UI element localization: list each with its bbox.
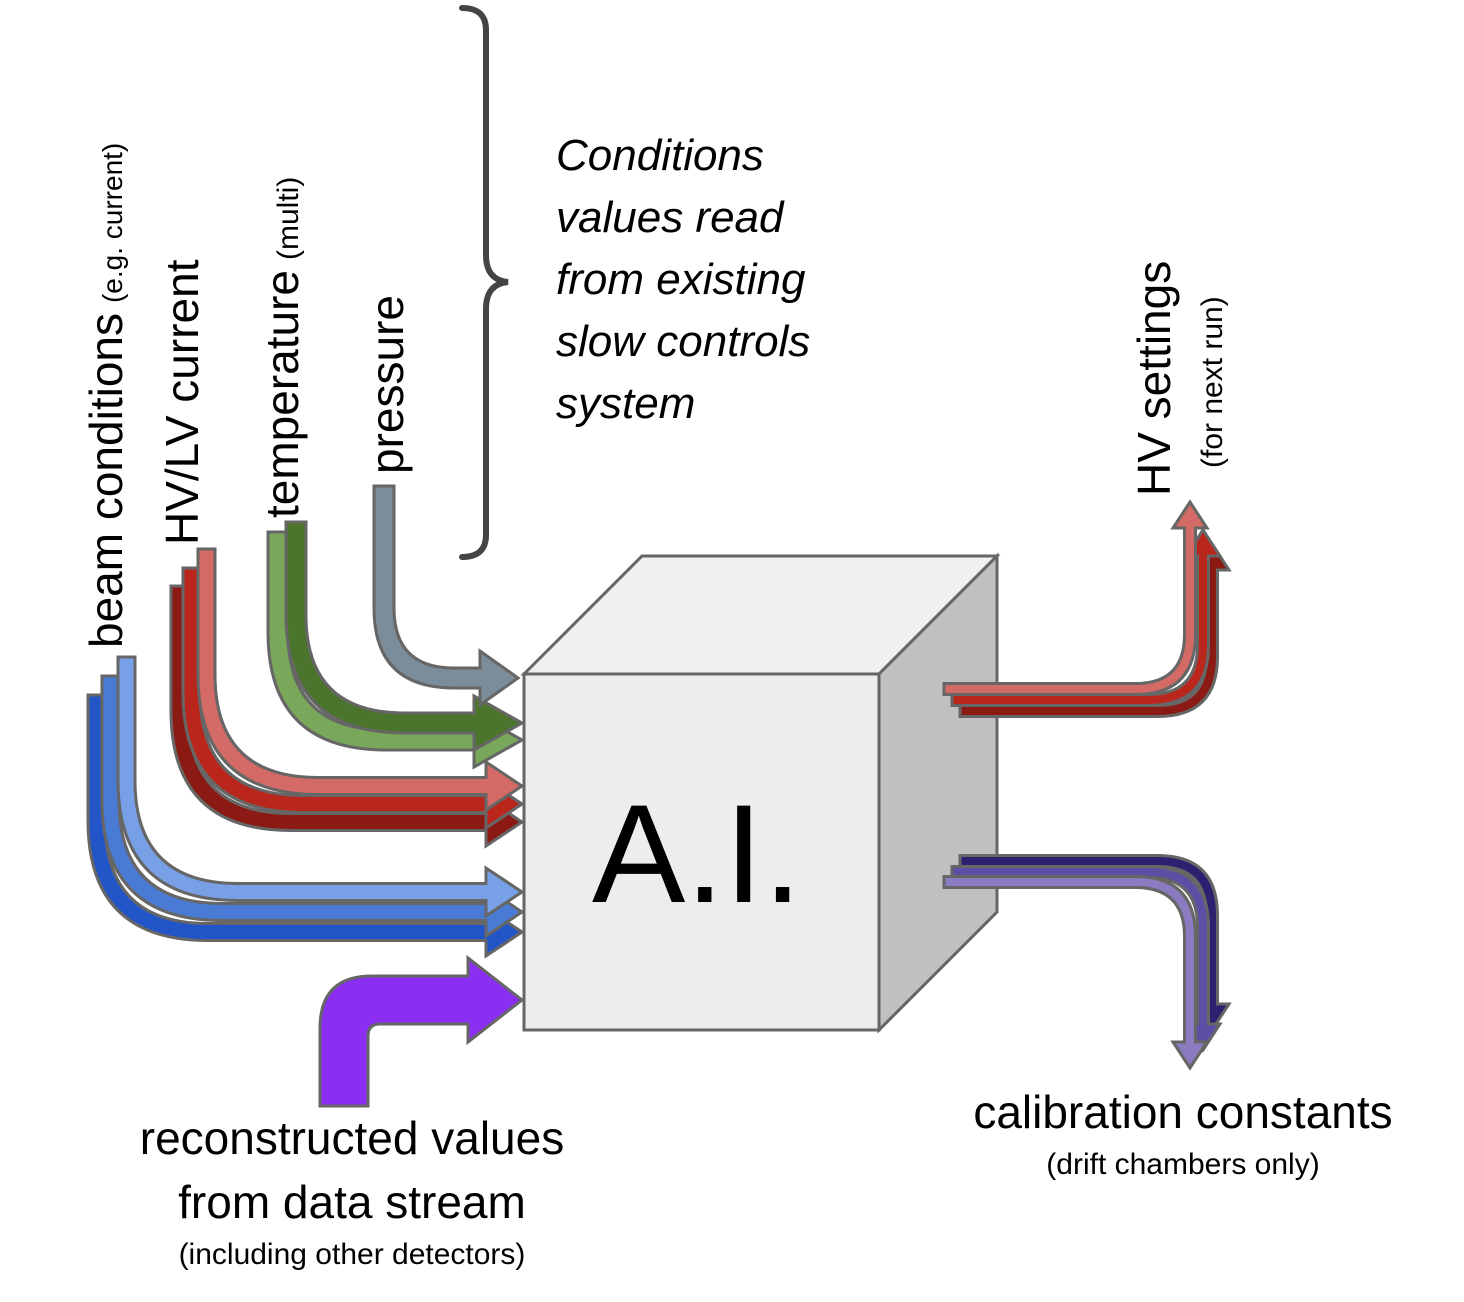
beam-label: beam conditions (80, 313, 132, 648)
label-hv-settings-sub: (for next run) (1196, 296, 1229, 468)
brace-note: Conditions values read from existing slo… (556, 131, 810, 428)
svg-text:temperature(multi): temperature (multi) (256, 177, 308, 518)
output-arrows (942, 499, 1232, 1071)
beam-conditions-arrow (116, 655, 525, 919)
pressure-label: pressure (361, 295, 413, 474)
temperature-arrow (284, 520, 526, 753)
label-pressure: pressure (361, 295, 413, 474)
reconstructed-line1: reconstructed values (140, 1112, 564, 1164)
label-hv-settings: HV settings (1128, 261, 1180, 496)
calibration-sublabel: (drift chambers only) (1046, 1148, 1319, 1181)
curly-brace (459, 5, 509, 560)
cube-front-face (522, 672, 881, 1032)
calibration-label: calibration constants (973, 1086, 1392, 1138)
svg-text:beam conditions(e.g. current): beam conditions (e.g. current) (80, 143, 132, 648)
label-hvlv-current: HV/LV current (156, 259, 208, 545)
input-arrows (86, 484, 526, 1108)
label-calibration: calibration constants (drift chambers on… (973, 1086, 1392, 1181)
hv-settings-label: HV settings (1128, 261, 1180, 496)
hv-settings-arrow (942, 499, 1210, 696)
brace-note-line: Conditions (556, 131, 764, 180)
label-beam-conditions: beam conditions (e.g. current) (80, 143, 132, 648)
label-temperature: temperature (multi) (256, 177, 308, 518)
temperature-arrow (266, 530, 526, 770)
beam-sublabel: (e.g. current) (97, 143, 128, 303)
reconstructed-values-arrow (318, 954, 525, 1108)
ai-label: A.I. (592, 775, 802, 932)
temperature-label: temperature (256, 270, 308, 518)
label-reconstructed: reconstructed values from data stream (i… (140, 1112, 564, 1271)
ai-cube: A.I. (520, 552, 1001, 1034)
reconstructed-sublabel: (including other detectors) (179, 1238, 526, 1271)
brace-note-line: slow controls (556, 317, 810, 366)
beam-conditions-arrow (100, 674, 525, 939)
hvlv-current-arrow (196, 547, 525, 813)
hvlv-label: HV/LV current (156, 259, 208, 545)
hv-settings-sublabel: (for next run) (1196, 296, 1229, 468)
calibration-constants-arrow (942, 875, 1210, 1071)
brace-note-line: values read (556, 193, 785, 242)
brace-note-line: from existing (556, 255, 806, 304)
reconstructed-line2: from data stream (178, 1176, 526, 1228)
pressure-arrow (372, 484, 521, 708)
beam-conditions-arrow (86, 693, 525, 959)
temperature-sublabel: (multi) (272, 177, 305, 260)
brace-note-line: system (556, 379, 695, 428)
